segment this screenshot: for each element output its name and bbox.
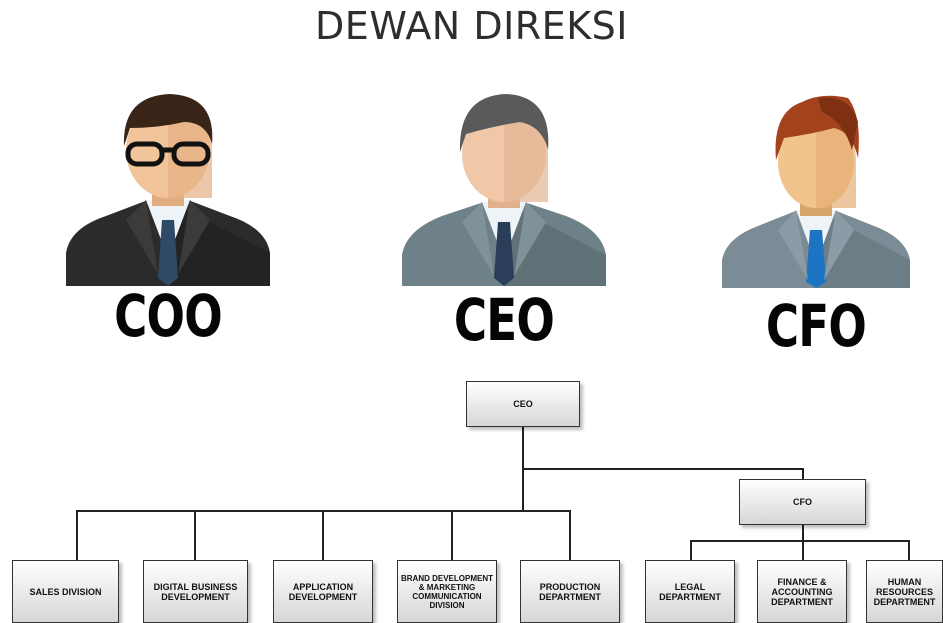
org-box-production: PRODUCTION DEPARTMENT <box>520 560 620 623</box>
connector-brand <box>451 510 453 560</box>
org-box-cfo: CFO <box>739 479 866 525</box>
coo-avatar <box>66 88 270 286</box>
org-box-hr: HUMAN RESOURCES DEPARTMENT <box>866 560 943 623</box>
ceo-avatar <box>402 90 606 286</box>
ceo-to-cfo-line <box>522 468 804 470</box>
org-box-sales-division: SALES DIVISION <box>12 560 119 623</box>
ceo-label: CEO <box>453 286 555 354</box>
org-box-legal: LEGAL DEPARTMENT <box>645 560 735 623</box>
coo-label: COO <box>114 282 223 350</box>
cfo-up-line <box>802 468 804 480</box>
org-box-finance: FINANCE & ACCOUNTING DEPARTMENT <box>757 560 847 623</box>
org-box-ceo: CEO <box>466 381 580 427</box>
connector-finance <box>802 540 804 560</box>
cfo-children-bus <box>690 540 910 542</box>
connector-legal <box>690 540 692 560</box>
connector-hr <box>908 540 910 560</box>
cfo-label: CFO <box>765 292 867 360</box>
cfo-avatar <box>722 92 910 288</box>
org-box-application-development: APPLICATION DEVELOPMENT <box>273 560 373 623</box>
connector-application <box>322 510 324 560</box>
cfo-down-line <box>802 524 804 542</box>
connector-sales <box>76 510 78 560</box>
connector-digital <box>194 510 196 560</box>
page-title: DEWAN DIREKSI <box>315 4 628 48</box>
org-box-digital-business: DIGITAL BUSINESS DEVELOPMENT <box>143 560 248 623</box>
connector-production <box>569 510 571 560</box>
org-box-brand-development: BRAND DEVELOPMENT & MARKETING COMMUNICAT… <box>397 560 497 623</box>
